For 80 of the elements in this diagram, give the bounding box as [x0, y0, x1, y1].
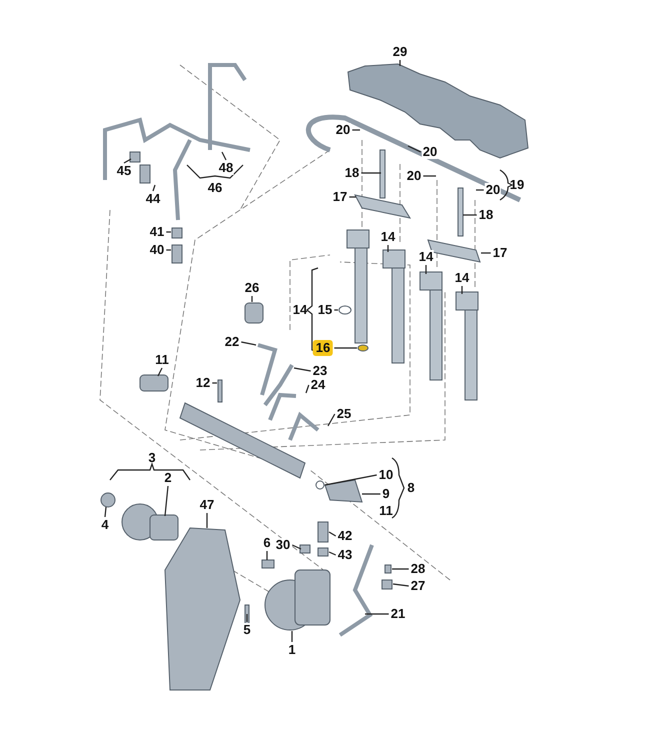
- leader-line: [352, 129, 360, 131]
- callout-number: 44: [144, 192, 162, 206]
- callout-number: 15: [316, 303, 334, 317]
- leader-line: [476, 189, 484, 191]
- leader-line: [305, 384, 310, 394]
- callout-number: 25: [336, 407, 352, 421]
- leader-line: [463, 214, 477, 216]
- leader-line: [324, 474, 377, 486]
- callout-number: 28: [410, 562, 426, 576]
- leader-line: [292, 544, 302, 550]
- leader-line: [365, 613, 389, 615]
- leader-line: [241, 341, 256, 346]
- leader-line: [221, 152, 227, 160]
- callout-number: 45: [116, 164, 132, 178]
- leader-line: [124, 158, 132, 164]
- leader-line: [157, 368, 163, 376]
- leader-line: [212, 382, 217, 384]
- leader-line: [328, 551, 336, 556]
- callout-number: 20: [406, 169, 422, 183]
- callout-number: 20: [484, 183, 502, 197]
- callout-number: 17: [332, 190, 348, 204]
- leader-line: [349, 196, 356, 198]
- leader-line: [392, 583, 409, 587]
- callout-number: 14: [380, 230, 396, 244]
- leader-line: [481, 252, 491, 254]
- callout-number: 2: [163, 471, 173, 485]
- leader-line: [291, 631, 293, 642]
- leader-line: [246, 614, 248, 622]
- leader-line: [328, 531, 336, 537]
- leader-line: [361, 172, 381, 174]
- callout-number: 42: [336, 529, 354, 543]
- callout-number: 1: [287, 643, 297, 657]
- callout-number: 20: [422, 145, 438, 159]
- callout-number: 24: [310, 378, 326, 392]
- callout-number: 40: [148, 243, 166, 257]
- callout-number: 26: [244, 281, 260, 295]
- callout-number: 4: [100, 518, 110, 532]
- leader-line: [334, 309, 338, 311]
- leader-line: [408, 145, 422, 153]
- leader-line: [104, 506, 107, 518]
- callout-number: 5: [242, 623, 252, 637]
- callout-number: 30: [274, 538, 292, 552]
- callout-number: 9: [381, 487, 391, 501]
- callout-number: 20: [334, 123, 352, 137]
- callout-number: 12: [194, 376, 212, 390]
- callout-number: 18: [344, 166, 360, 180]
- callout-number: 14: [292, 303, 308, 317]
- callout-number: 18: [478, 208, 494, 222]
- callout-number: 14: [454, 271, 470, 285]
- callout-number: 8: [406, 481, 416, 495]
- callout-number: 29: [392, 45, 408, 59]
- leader-line: [206, 513, 208, 528]
- callout-number: 48: [218, 161, 234, 175]
- callout-number: 17: [492, 246, 508, 260]
- leader-line: [164, 486, 169, 516]
- callout-number: 43: [336, 548, 354, 562]
- callout-number: 27: [410, 579, 426, 593]
- callout-number: 41: [148, 225, 166, 239]
- callout-number: 46: [206, 181, 224, 195]
- leader-line: [392, 568, 409, 570]
- callout-number: 14: [418, 250, 434, 264]
- callout-number: 6: [262, 536, 272, 550]
- callout-number: 21: [390, 607, 406, 621]
- leader-line: [294, 367, 311, 372]
- leader-line: [152, 184, 156, 192]
- callout-number: 23: [312, 364, 328, 378]
- callout-number: 11: [154, 353, 170, 367]
- leader-line: [166, 249, 171, 251]
- leader-line: [423, 175, 436, 177]
- leader-line: [166, 231, 171, 233]
- callout-number: 19: [508, 178, 526, 192]
- callout-number: 11: [378, 504, 394, 518]
- callout-number: 10: [378, 468, 394, 482]
- leader-line: [334, 347, 357, 349]
- callout-number: 16: [312, 340, 334, 356]
- callout-number: 47: [198, 498, 216, 512]
- callout-number: 22: [224, 335, 240, 349]
- leader-line: [327, 414, 336, 426]
- leader-line: [362, 493, 380, 495]
- callout-number: 3: [147, 451, 157, 465]
